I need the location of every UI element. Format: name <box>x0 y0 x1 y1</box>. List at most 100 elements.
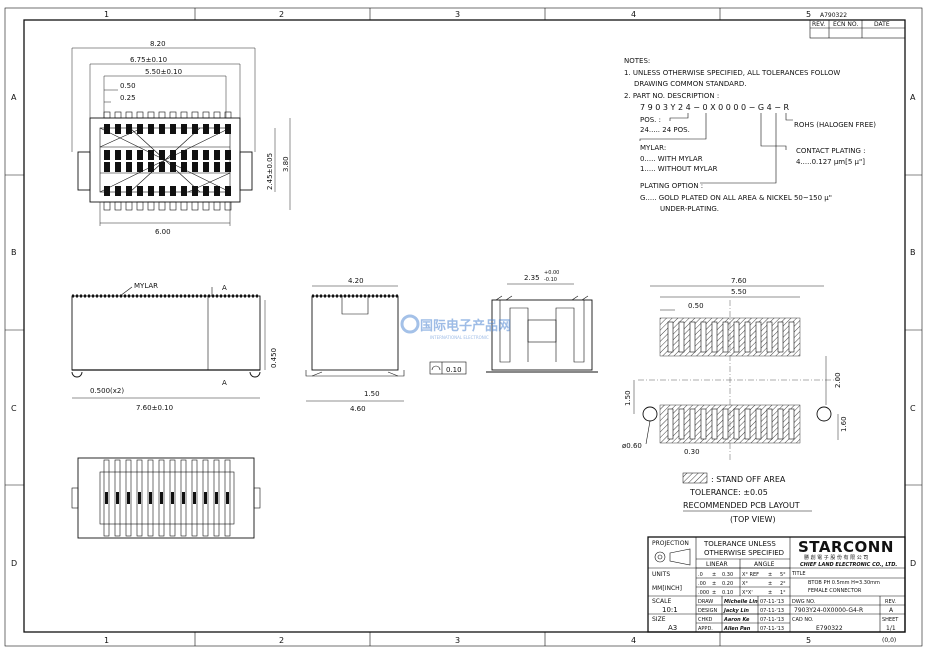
top-view-pin-tail <box>158 111 166 119</box>
pcb-pad-top <box>667 321 674 353</box>
pcb-layout-title: RECOMMENDED PCB LAYOUT <box>683 501 800 510</box>
top-view-pin <box>137 186 143 196</box>
tolerance-cell-val: 0.10 <box>722 590 733 596</box>
approval-role: DRAW <box>698 599 713 605</box>
bottom-view-pin-mark <box>138 492 141 504</box>
top-view-pin-tail <box>191 111 199 119</box>
plating-option-value-2: UNDER-PLATING. <box>660 205 719 213</box>
bottom-view-pin-mark <box>226 492 229 504</box>
bottom-view-pins <box>103 459 231 537</box>
tolerance-cell-ang: X°X' <box>742 590 753 596</box>
top-view-pin-tail <box>169 111 177 119</box>
top-view-pin-tail <box>103 201 111 211</box>
top-view-pin <box>159 124 165 134</box>
approval-name: Jacky Lin <box>723 608 749 614</box>
pcb-pad-bottom <box>689 408 696 440</box>
dim-top-pin-width: 0.25 <box>120 94 136 102</box>
top-view-pin <box>170 162 176 172</box>
tolerance-cell-lin: .00 <box>698 581 706 587</box>
bottom-view <box>71 457 261 539</box>
approval-date: 07-11-'13 <box>760 617 784 623</box>
pcb-pad-bottom <box>788 408 795 440</box>
cad-no-label: CAD NO. <box>792 617 814 623</box>
pcb-pad-top <box>744 321 751 353</box>
pcb-pad-top <box>777 321 784 353</box>
top-view-pin <box>203 162 209 172</box>
grid-col-1-top: 1 <box>104 10 109 19</box>
bottom-view-pin-mark <box>116 492 119 504</box>
bottom-view-pin-mark <box>105 492 108 504</box>
top-view-pin <box>126 162 132 172</box>
top-view-pin <box>225 124 231 134</box>
units-label: UNITS <box>652 571 670 578</box>
top-view-pin <box>137 162 143 172</box>
top-view-pin <box>170 124 176 134</box>
tolerance-title-2: OTHERWISE SPECIFIED <box>704 549 784 557</box>
top-view-pin <box>225 186 231 196</box>
top-view-pin <box>115 124 121 134</box>
top-view-pin <box>192 124 198 134</box>
tolerance-cell-pm: ± <box>712 590 716 596</box>
approval-date: 07-11-'13 <box>760 599 784 605</box>
dim-pcb-row-gap: 2.00 <box>834 372 842 388</box>
revision-table: A790322 REV. ECN NO. DATE <box>809 12 906 39</box>
tolerance-cell-apm: ± <box>768 590 772 596</box>
dim-pcb-pitch: 0.50 <box>688 302 704 310</box>
top-view-pin-tail <box>213 201 221 211</box>
front-section-a-top: A <box>222 284 227 292</box>
tolerance-cell-ang: X° REF <box>742 572 759 578</box>
front-mylar-label: MYLAR <box>134 282 158 290</box>
side-view: 4.20 1.50 4.60 0.10 <box>305 277 467 413</box>
dim-pcb-span: 5.50 <box>731 288 747 296</box>
pcb-pad-bottom <box>766 408 773 440</box>
dim-section-top: 2.35 <box>524 274 540 282</box>
scale-value: 10:1 <box>662 606 678 614</box>
title-label: TITLE <box>791 571 806 577</box>
pcb-pad-bottom <box>678 408 685 440</box>
pcb-pad-top <box>766 321 773 353</box>
dim-front-length: 7.60±0.10 <box>136 404 173 412</box>
pcb-pad-top <box>700 321 707 353</box>
pcb-pad-top <box>711 321 718 353</box>
top-view-pin-tail <box>202 111 210 119</box>
tolerance-cell-val: 0.30 <box>722 572 733 578</box>
scale-label: SCALE <box>652 598 671 605</box>
grid-col-4-bottom: 4 <box>631 636 636 645</box>
company-logo: STARCONN <box>798 538 894 556</box>
mylar-option-0: 0..... WITH MYLAR <box>640 155 703 163</box>
bottom-view-pin <box>224 459 231 537</box>
rev-value: A <box>889 607 894 614</box>
top-view-pins <box>103 111 232 211</box>
title-block: PROJECTION TOLERANCE UNLESS OTHERWISE SP… <box>647 536 906 644</box>
top-view-pin-tail <box>125 111 133 119</box>
dim-top-bottom: 6.00 <box>155 228 171 236</box>
part-number-description: 7 9 0 3 Y 2 4 − 0 X 0 0 0 0 − G 4 − R <box>640 103 790 112</box>
grid-row-a-left: A <box>11 93 17 102</box>
sheet-value: 1/1 <box>886 625 896 632</box>
top-view-pin-tail <box>191 201 199 211</box>
size-value: A3 <box>668 624 677 632</box>
bottom-view-pin-mark <box>215 492 218 504</box>
grid-col-2-bottom: 2 <box>279 636 284 645</box>
notes-title: NOTES: <box>624 57 650 65</box>
approval-date: 07-11-'13 <box>760 608 784 614</box>
origin-label: (0,0) <box>882 637 896 644</box>
plating-option-label: PLATING OPTION : <box>640 182 703 190</box>
bottom-view-pin <box>169 459 176 537</box>
sheet-label: SHEET <box>882 617 899 623</box>
rev-header-date: DATE <box>874 21 890 28</box>
tolerance-linear-label: LINEAR <box>706 561 728 568</box>
top-view-pin <box>148 124 154 134</box>
plating-option-value: G..... GOLD PLATED ON ALL AREA & NICKEL … <box>640 194 832 202</box>
grid-col-2-top: 2 <box>279 10 284 19</box>
pos-value: 24..... 24 POS. <box>640 126 690 134</box>
top-view-pin <box>181 186 187 196</box>
bottom-view-pin-mark <box>149 492 152 504</box>
title-value-2: FEMALE CONNECTOR <box>808 588 862 594</box>
grid-row-c-right: C <box>910 404 916 413</box>
pcb-pad-top <box>733 321 740 353</box>
section-view: 2.35 +0.00 -0.10 <box>486 270 598 373</box>
dim-side-width: 4.20 <box>348 277 364 285</box>
top-view-pin-tail <box>136 111 144 119</box>
